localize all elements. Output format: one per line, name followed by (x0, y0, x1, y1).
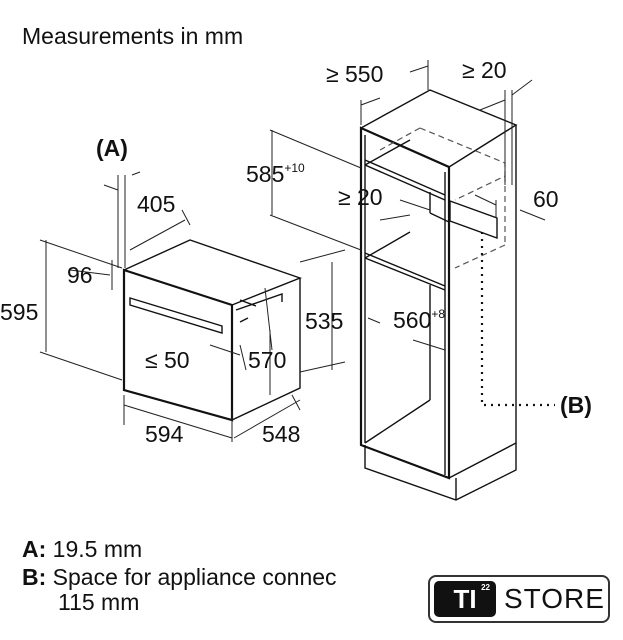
oven-drawing (122, 239, 303, 422)
logo-badge-text: TI (453, 583, 477, 614)
logo-name: STORE (504, 583, 605, 614)
legend-b-text: Space for appliance connec (52, 564, 337, 590)
legend-b: B: Space for appliance connec (22, 565, 337, 590)
marker-a: (A) (96, 135, 128, 161)
logo-badge-sup: 22 (481, 583, 490, 592)
dim-550: ≥ 550 (326, 61, 383, 87)
dim-mid-20: ≥ 20 (338, 184, 383, 210)
marker-b: (B) (560, 392, 592, 418)
oven-dimension-lines (39, 171, 346, 442)
legend-a-text: 19.5 mm (52, 536, 143, 562)
legend-b-key: B: (22, 564, 47, 590)
dim-560-tolerance: +8 (431, 307, 445, 321)
dim-560: 560+8 (393, 307, 445, 333)
cabinet-drawing (359, 89, 555, 501)
dim-560-value: 560 (393, 307, 431, 333)
dim-570: 570 (248, 347, 286, 373)
dim-60: 60 (533, 186, 559, 212)
cabinet-dimension-lines (269, 60, 546, 351)
dim-96: 96 (67, 262, 93, 288)
logo-badge: TI 22 (434, 581, 496, 617)
legend-b-value: 115 mm (58, 589, 140, 615)
dim-535: 535 (305, 308, 343, 334)
dim-585-tolerance: +10 (284, 161, 305, 175)
dim-585-value: 585 (246, 161, 284, 187)
diagram-title: Measurements in mm (22, 23, 243, 49)
legend-a: A: 19.5 mm (22, 537, 142, 562)
store-logo: TI 22 STORE (428, 575, 610, 623)
dim-594: 594 (145, 421, 184, 447)
legend-a-key: A: (22, 536, 47, 562)
dim-50: ≤ 50 (145, 347, 190, 373)
dim-top-20: ≥ 20 (462, 57, 507, 83)
dim-595: 595 (0, 299, 38, 325)
dim-405: 405 (137, 191, 175, 217)
dim-585: 585+10 (246, 161, 305, 187)
dim-548: 548 (262, 421, 300, 447)
